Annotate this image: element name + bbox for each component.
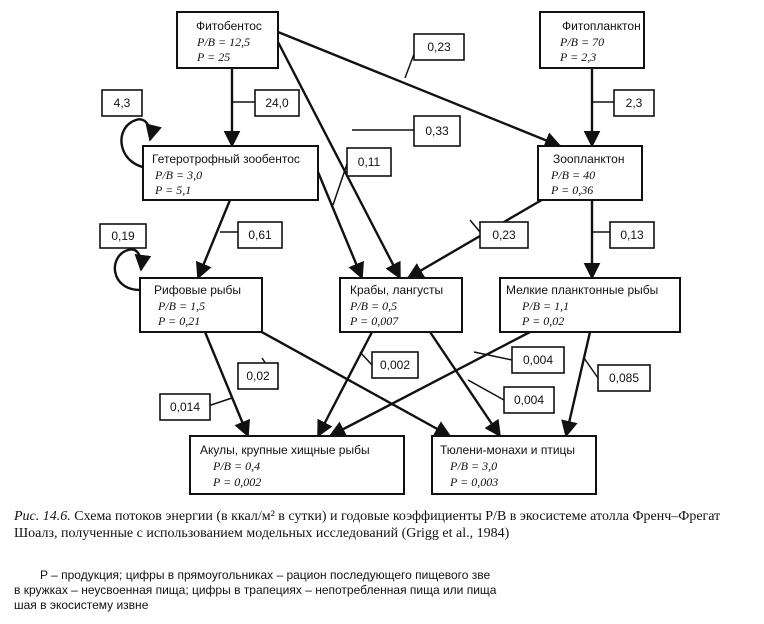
pb-zooplankton: P/B = 40: [550, 168, 595, 182]
title-reef-fish: Рифовые рыбы: [154, 283, 241, 297]
p-seals: P = 0,003: [449, 475, 498, 489]
flow-label-0-11: 0,11: [358, 155, 381, 169]
tick-0-014: [207, 397, 233, 407]
box-reef-fish: [139, 277, 263, 333]
flow-label-0-02: 0,02: [246, 369, 270, 383]
flow-label-4-3: 4,3: [114, 96, 131, 110]
arrow-reeffish-sharks: [203, 331, 250, 438]
flow-label-0-002: 0,002: [380, 358, 410, 372]
flow-label-0-23-mid: 0,23: [492, 228, 516, 242]
label-box-0-004-b: [503, 386, 555, 414]
label-box-0-11: [346, 147, 392, 177]
flow-label-24-0: 24,0: [265, 96, 289, 110]
tick-0-085: [583, 357, 599, 379]
pb-reef-fish: P/B = 1,5: [157, 299, 205, 313]
label-box-24-0: [254, 89, 300, 117]
arrow-crabs-seals: [429, 331, 501, 438]
pb-plankton-fish: P/B = 1,1: [521, 299, 569, 313]
title-zoobenthos: Гетеротрофный зообентос: [152, 152, 300, 166]
pb-seals: P/B = 3,0: [449, 459, 497, 473]
flow-label-0-13: 0,13: [620, 228, 644, 242]
title-sharks: Акулы, крупные хищные рыбы: [200, 443, 370, 457]
pb-phytoplankton: P/B = 70: [559, 35, 604, 49]
note-line-2: в кружках – неусвоенная пища; цифры в тр…: [14, 583, 497, 597]
flow-label-0-23-top: 0,23: [427, 40, 451, 54]
label-box-0-004-a: [511, 346, 565, 374]
label-box-0-61: [237, 221, 283, 249]
flow-label-0-085: 0,085: [609, 371, 639, 385]
flow-label-0-014: 0,014: [170, 400, 200, 414]
flow-label-2-3: 2,3: [626, 96, 643, 110]
tick-0-23-top: [404, 53, 415, 79]
label-box-0-014: [159, 393, 211, 421]
arrow-zoobenthos-crabs: [316, 171, 364, 280]
title-crabs: Крабы, лангусты: [350, 283, 443, 297]
p-crabs: P = 0,007: [349, 314, 399, 328]
figure-note: P – продукция; цифры в прямоугольниках –…: [14, 568, 674, 613]
label-box-0-19: [99, 223, 147, 249]
flow-label-0-19: 0,19: [111, 229, 135, 243]
tick-0-004-b: [467, 379, 505, 401]
tick-0-002: [359, 351, 373, 366]
box-seals: [431, 435, 597, 495]
box-phytoplankton: [539, 11, 645, 69]
p-phytobenthos: P = 25: [196, 50, 230, 64]
energy-flow-diagram: 0,23 4,3 24,0 2,3 0,33 0,11 0,19 0,61 0,…: [99, 11, 681, 495]
p-zoobenthos: P = 5,1: [154, 183, 191, 197]
tick-0-23-mid: [469, 219, 481, 233]
label-box-0-23-top: [413, 33, 465, 61]
flow-label-0-004-b: 0,004: [514, 393, 544, 407]
title-zooplankton: Зоопланктон: [553, 152, 624, 166]
label-box-0-002: [371, 351, 419, 379]
tick-0-004-a: [473, 351, 513, 361]
flow-label-0-004-a: 0,004: [523, 353, 553, 367]
label-box-0-33: [413, 115, 461, 147]
figure-caption: Рис. 14.6. Схема потоков энергии (в ккал…: [14, 508, 759, 542]
label-box-0-02: [237, 362, 279, 390]
label-box-0-13: [609, 221, 655, 249]
p-plankton-fish: P = 0,02: [521, 314, 564, 328]
arrow-crabs-sharks: [316, 331, 374, 438]
arrow-zoobenthos-reeffish: [195, 199, 232, 280]
pb-crabs: P/B = 0,5: [349, 299, 397, 313]
label-box-4-3: [101, 89, 143, 117]
label-box-2-3: [613, 89, 655, 117]
label-box-0-085: [597, 364, 651, 392]
arrow-reeffish-seals: [239, 318, 452, 438]
flow-label-0-33: 0,33: [425, 124, 449, 138]
arrow-phytobenthos-crabs: [276, 41, 402, 280]
arrow-planktonfish-seals: [561, 331, 592, 438]
note-line-3: шая в экосистему извне: [14, 598, 149, 612]
title-phytoplankton: Фитопланктон: [562, 19, 641, 33]
box-zoobenthos: [142, 145, 319, 201]
arrow-planktonfish-sharks: [328, 330, 531, 438]
figure-number: Рис. 14.6.: [14, 509, 71, 524]
p-sharks: P = 0,002: [212, 475, 261, 489]
note-line-1: P – продукция; цифры в прямоугольниках –…: [40, 568, 491, 582]
pb-zoobenthos: P/B = 3,0: [154, 168, 202, 182]
pb-phytobenthos: P/B = 12,5: [196, 35, 250, 49]
title-plankton-fish: Мелкие планктонные рыбы: [506, 283, 658, 297]
loop-zoobenthos: [120, 118, 162, 170]
tick-0-11: [332, 163, 348, 206]
flow-label-0-61: 0,61: [248, 228, 272, 242]
arrow-phytobenthos-zooplankton: [277, 30, 562, 149]
loop-reeffish: [113, 248, 152, 292]
p-zooplankton: P = 0,36: [550, 183, 593, 197]
title-seals: Тюлени-монахи и птицы: [440, 443, 575, 457]
box-crabs: [339, 277, 463, 333]
p-phytoplankton: P = 2,3: [559, 50, 596, 64]
label-box-0-23-mid: [479, 221, 529, 249]
figure-caption-text: Схема потоков энергии (в ккал/м² в сутки…: [14, 509, 721, 541]
p-reef-fish: P = 0,21: [157, 314, 200, 328]
box-phytobenthos: [176, 11, 279, 69]
box-plankton-fish: [499, 277, 681, 333]
box-zooplankton: [537, 145, 643, 201]
box-sharks: [189, 435, 405, 495]
pb-sharks: P/B = 0,4: [212, 459, 260, 473]
title-phytobenthos: Фитобентос: [196, 19, 262, 33]
